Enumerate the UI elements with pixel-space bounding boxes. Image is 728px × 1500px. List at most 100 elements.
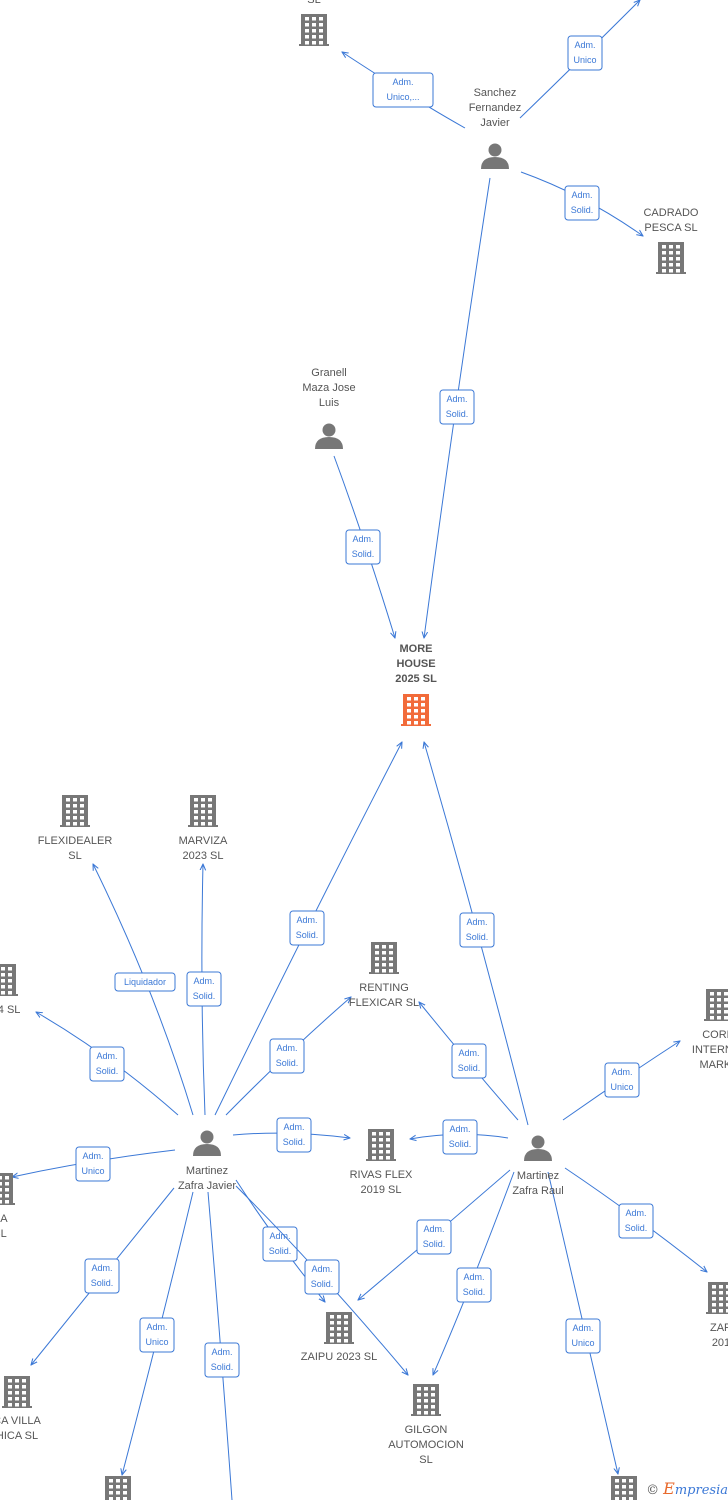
edge-label-text: Adm.: [392, 77, 413, 87]
edge-label-e2[interactable]: Adm.Unico: [567, 35, 603, 71]
node-label: 2023 SL: [183, 850, 224, 862]
edge-label-e25[interactable]: Adm.Solid.: [204, 1342, 240, 1378]
node-label: Fernandez: [469, 102, 522, 114]
edge-label-e14[interactable]: Adm.Solid.: [276, 1117, 312, 1153]
node-zaipu[interactable]: ZAIPU 2023 SL: [301, 1312, 377, 1363]
edge-label-text: Adm.: [296, 915, 317, 925]
edge-label-text: Solid.: [458, 1063, 481, 1073]
edge-label-box: [84, 1258, 120, 1294]
building-icon: [369, 942, 399, 974]
edge-label-e5[interactable]: Adm.Solid.: [345, 529, 381, 565]
node-label: MORE: [400, 643, 433, 655]
edge-label-box: [442, 1119, 478, 1155]
node-rivas[interactable]: RIVAS FLEX 2019 SL: [350, 1129, 413, 1196]
edge-label-e22[interactable]: Adm.Solid.: [84, 1258, 120, 1294]
edge-label-box: [439, 389, 475, 425]
edge-label-e11[interactable]: Adm.Solid.: [269, 1038, 305, 1074]
edge-label-e19[interactable]: Adm.Solid.: [304, 1259, 340, 1295]
node-corm[interactable]: CORMINTERNATMARKE: [692, 989, 728, 1071]
node-label: PESCA SL: [644, 222, 697, 234]
edge-label-box: [262, 1226, 298, 1262]
edge-label-text: Adm.: [311, 1264, 332, 1274]
node-x2024[interactable]: 024 SL: [0, 964, 20, 1016]
edge-label-box: [204, 1342, 240, 1378]
edge-label-box: [459, 912, 495, 948]
node-label: Sanchez: [474, 87, 517, 99]
node-zar[interactable]: ZAR201: [706, 1282, 728, 1349]
node-label: HICA SL: [0, 1430, 38, 1442]
edge-label-box: [604, 1062, 640, 1098]
edge-label-box: [114, 972, 176, 992]
edge-label-e18[interactable]: Adm.Solid.: [262, 1226, 298, 1262]
node-label: Javier: [480, 117, 510, 129]
building-icon: [704, 989, 728, 1021]
edge-label-e3[interactable]: Adm.Solid.: [564, 185, 600, 221]
edge-label-e20[interactable]: Adm.Solid.: [416, 1219, 452, 1255]
edge-label-box: [372, 72, 434, 108]
edge-label-text: Adm.: [446, 394, 467, 404]
edge-label-e12[interactable]: Adm. Solid.: [451, 1043, 487, 1079]
edge-label-text: Adm.: [458, 1048, 479, 1058]
edge-label-e1[interactable]: Adm.Unico,...: [372, 72, 434, 108]
node-ra_sl[interactable]: RASL: [0, 1173, 15, 1240]
edge-label-box: [345, 529, 381, 565]
node-label: Luis: [319, 397, 340, 409]
brand-name: mpresia: [674, 1483, 728, 1498]
edge-label-e9[interactable]: Adm.Solid.: [186, 971, 222, 1007]
node-label: RIVAS FLEX: [350, 1169, 413, 1181]
node-label: FLEXICAR SL: [349, 997, 419, 1009]
edge-label-e6[interactable]: Adm. Solid.: [289, 910, 325, 946]
edge-label-text: Adm.: [211, 1347, 232, 1357]
node-label: ZAIPU 2023 SL: [301, 1351, 377, 1363]
edge-label-e15[interactable]: Adm.Unico: [75, 1146, 111, 1182]
edge-label-e23[interactable]: Adm.Unico: [565, 1318, 601, 1354]
node-label: GILGON: [405, 1424, 448, 1436]
edge-label-e7[interactable]: Adm.Solid.: [459, 912, 495, 948]
edge-label-box: [456, 1267, 492, 1303]
edge-label-text: Adm.: [96, 1051, 117, 1061]
edge-label-box: [618, 1203, 654, 1239]
edge-label-e24[interactable]: Adm.Unico: [139, 1317, 175, 1353]
node-label: Granell: [311, 367, 346, 379]
person-icon: [193, 1130, 221, 1156]
edge-label-box: [75, 1146, 111, 1182]
edge-label-text: Solid.: [296, 930, 319, 940]
node-label: MARKE: [699, 1059, 728, 1071]
node-bottom2[interactable]: [609, 1476, 639, 1500]
building-icon: [656, 242, 686, 274]
person-icon: [315, 423, 343, 449]
edge-label-box: [564, 185, 600, 221]
building-icon: [299, 14, 329, 46]
node-label: 2019 SL: [361, 1184, 402, 1196]
edge-label-text: Solid.: [463, 1287, 486, 1297]
node-top_sl[interactable]: SL: [299, 0, 329, 46]
node-label: ZAR: [710, 1322, 728, 1334]
edge-label-e16[interactable]: Adm.Solid.: [442, 1119, 478, 1155]
building-icon: [706, 1282, 728, 1314]
edge-label-box: [186, 971, 222, 1007]
edge-label-text: Solid.: [625, 1223, 648, 1233]
node-bottom1[interactable]: [103, 1476, 133, 1500]
edge-label-e4[interactable]: Adm.Solid.: [439, 389, 475, 425]
node-label: CORM: [702, 1029, 728, 1041]
edge-label-e17[interactable]: Adm.Solid.: [618, 1203, 654, 1239]
edge-label-text: Solid.: [269, 1246, 292, 1256]
node-label: Martinez: [186, 1165, 228, 1177]
edge-label-e10[interactable]: Adm.Solid.: [89, 1046, 125, 1082]
edge-label-box: [139, 1317, 175, 1353]
edge-label-e13[interactable]: Adm.Unico: [604, 1062, 640, 1098]
edge-label-e8[interactable]: Liquidador: [114, 972, 176, 992]
edge-label-e21[interactable]: Adm.Solid.: [456, 1267, 492, 1303]
edge-label-text: Adm.: [91, 1263, 112, 1273]
